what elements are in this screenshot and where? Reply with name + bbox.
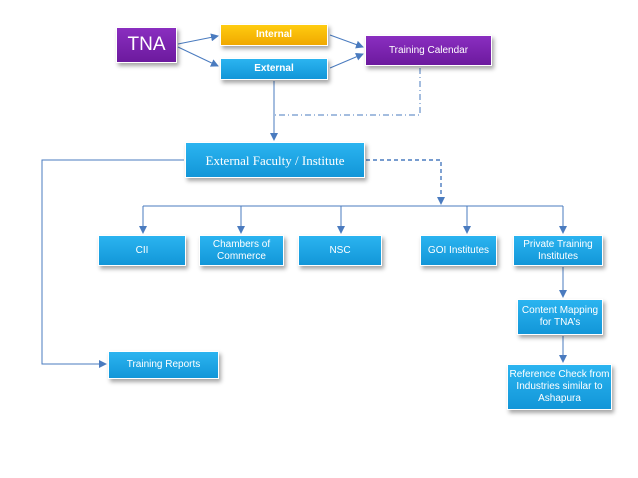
node-internal: Internal — [220, 24, 328, 46]
node-training-calendar: Training Calendar — [365, 35, 492, 66]
node-cii: CII — [98, 235, 186, 266]
edge-external-calendar — [329, 53, 364, 69]
edge-faculty-goi-dashed — [366, 159, 445, 205]
node-external: External — [220, 58, 328, 80]
node-external-faculty: External Faculty / Institute — [185, 142, 365, 178]
edge-tna-external — [177, 46, 219, 67]
node-reference-check: Reference Check from Industries similar … — [507, 364, 612, 410]
node-tna: TNA — [116, 27, 177, 63]
edge-faculty-reports — [41, 159, 184, 368]
node-content-mapping: Content Mapping for TNA’s — [517, 299, 603, 335]
edge-internal-calendar — [329, 34, 364, 49]
edge-tna-internal — [177, 33, 219, 45]
node-goi-institutes: GOI Institutes — [420, 235, 497, 266]
node-training-reports: Training Reports — [108, 351, 219, 379]
node-chambers-of-commerce: Chambers of Commerce — [199, 235, 284, 266]
edge-calendar-faculty — [275, 68, 421, 116]
node-nsc: NSC — [298, 235, 382, 266]
node-private-training-institutes: Private Training Institutes — [513, 235, 603, 266]
